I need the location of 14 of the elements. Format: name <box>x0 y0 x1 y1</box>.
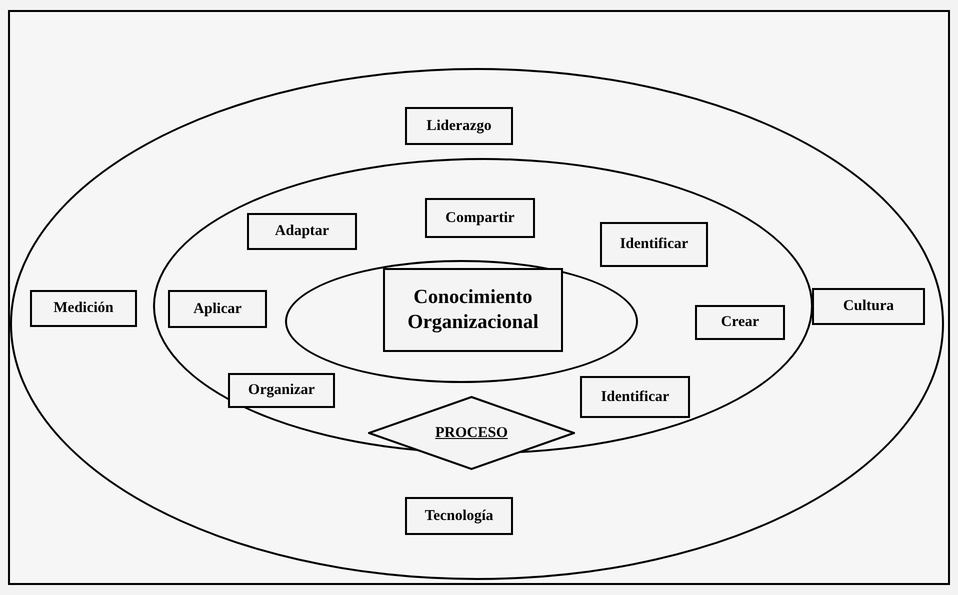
label-box: Organizar <box>228 373 335 408</box>
label-box: Identificar <box>600 222 708 267</box>
label-box: Aplicar <box>168 290 267 328</box>
label-box: Tecnología <box>405 497 513 535</box>
label-box: Liderazgo <box>405 107 513 145</box>
label-box: Compartir <box>425 198 535 238</box>
label-box: Adaptar <box>247 213 357 250</box>
diamond-label: PROCESO <box>435 424 508 443</box>
label-box: Conocimiento Organizacional <box>383 268 563 352</box>
label-box: Crear <box>695 305 785 340</box>
label-box: Cultura <box>812 288 925 325</box>
ellipse-band <box>285 260 638 383</box>
label-box: Identificar <box>580 376 690 418</box>
label-box: Medición <box>30 290 137 327</box>
